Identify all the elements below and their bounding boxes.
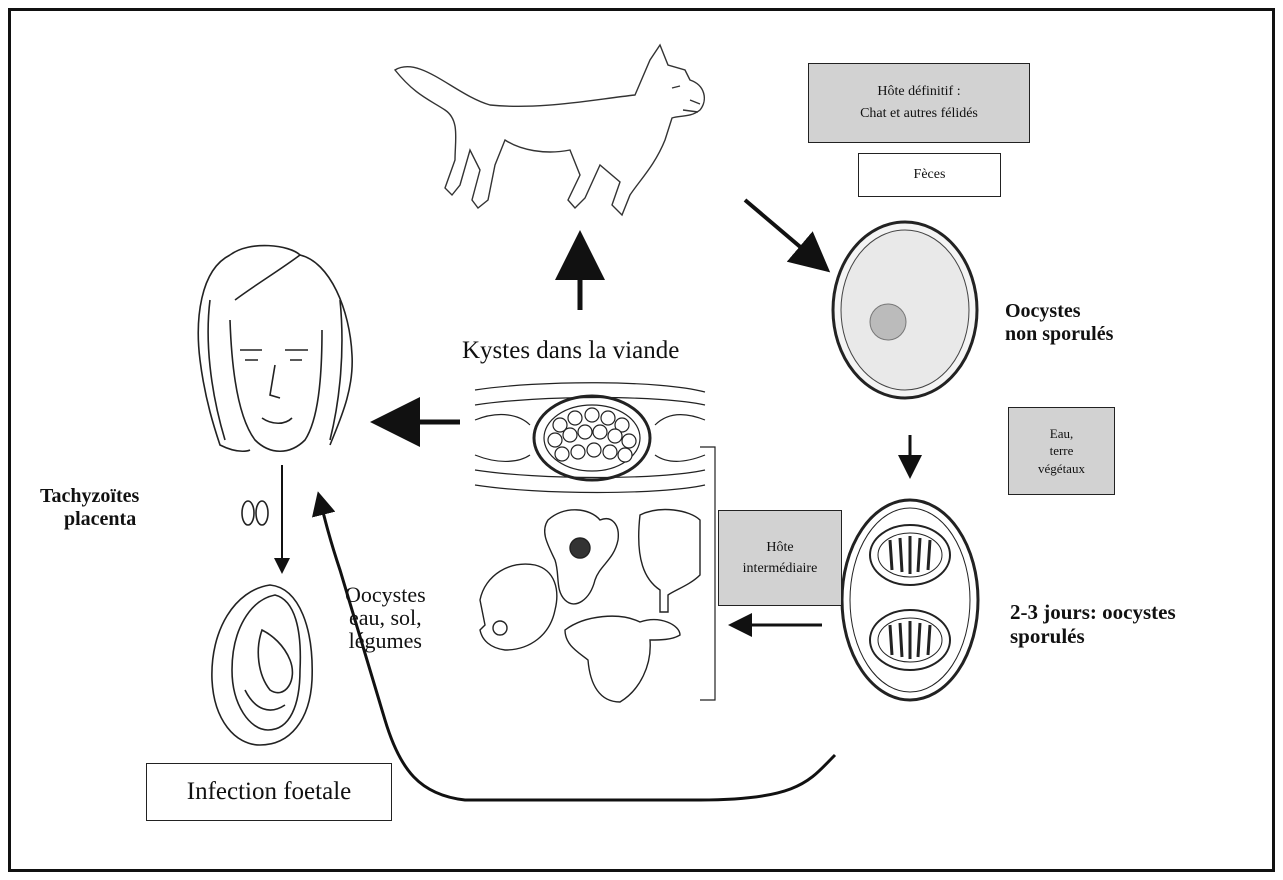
feces-box: Fèces (858, 153, 1001, 197)
definitive-host-label: Hôte définitif : (877, 81, 960, 103)
sporulated-oocysts-label: 2-3 jours: oocystes sporulés (1010, 600, 1176, 648)
oocysts-soil-line-1: Oocystes (345, 583, 426, 606)
fetal-infection-box: Infection foetale (146, 763, 392, 821)
cat-felids-label: Chat et autres félidés (860, 103, 978, 125)
tachyzoites-line: Tachyzoïtes (40, 485, 139, 508)
woman-illustration (198, 246, 352, 452)
placenta-line: placenta (40, 508, 139, 531)
intermediate-host-label-2: intermédiaire (743, 558, 818, 579)
sporulated-oocysts-line-2: sporulés (1010, 624, 1176, 648)
unsporulated-oocysts-line-1: Oocystes (1005, 300, 1113, 323)
oocysts-soil-line-2: eau, sol, (345, 606, 426, 629)
cat-illustration (395, 45, 704, 215)
fetus-illustration (212, 585, 312, 745)
unsporulated-oocysts-label: Oocystes non sporulés (1005, 300, 1113, 346)
intermediate-host-label-1: Hôte (766, 537, 793, 558)
water-label: Eau, (1050, 425, 1073, 443)
meat-cysts-label: Kystes dans la viande (462, 337, 679, 366)
vegetables-label: végétaux (1038, 460, 1085, 478)
feces-label: Fèces (914, 167, 946, 183)
cycle-arrows (282, 200, 910, 800)
meat-cyst-illustration (475, 383, 715, 700)
intermediate-hosts-illustration (480, 510, 700, 702)
unsporulated-oocyst (833, 222, 977, 398)
oocysts-soil-label: Oocystes eau, sol, légumes (345, 583, 426, 652)
tachyzoites-label: Tachyzoïtes placenta (40, 485, 139, 531)
fetal-infection-label: Infection foetale (187, 778, 352, 806)
definitive-host-box: Hôte définitif : Chat et autres félidés (808, 63, 1030, 143)
soil-label: terre (1050, 442, 1074, 460)
placenta-illustration (242, 501, 268, 525)
sporulated-oocyst (842, 500, 978, 700)
environment-box: Eau, terre végétaux (1008, 407, 1115, 495)
oocysts-soil-line-3: légumes (345, 629, 426, 652)
unsporulated-oocysts-line-2: non sporulés (1005, 323, 1113, 346)
intermediate-host-box: Hôte intermédiaire (718, 510, 842, 606)
sporulated-oocysts-line-1: 2-3 jours: oocystes (1010, 600, 1176, 624)
